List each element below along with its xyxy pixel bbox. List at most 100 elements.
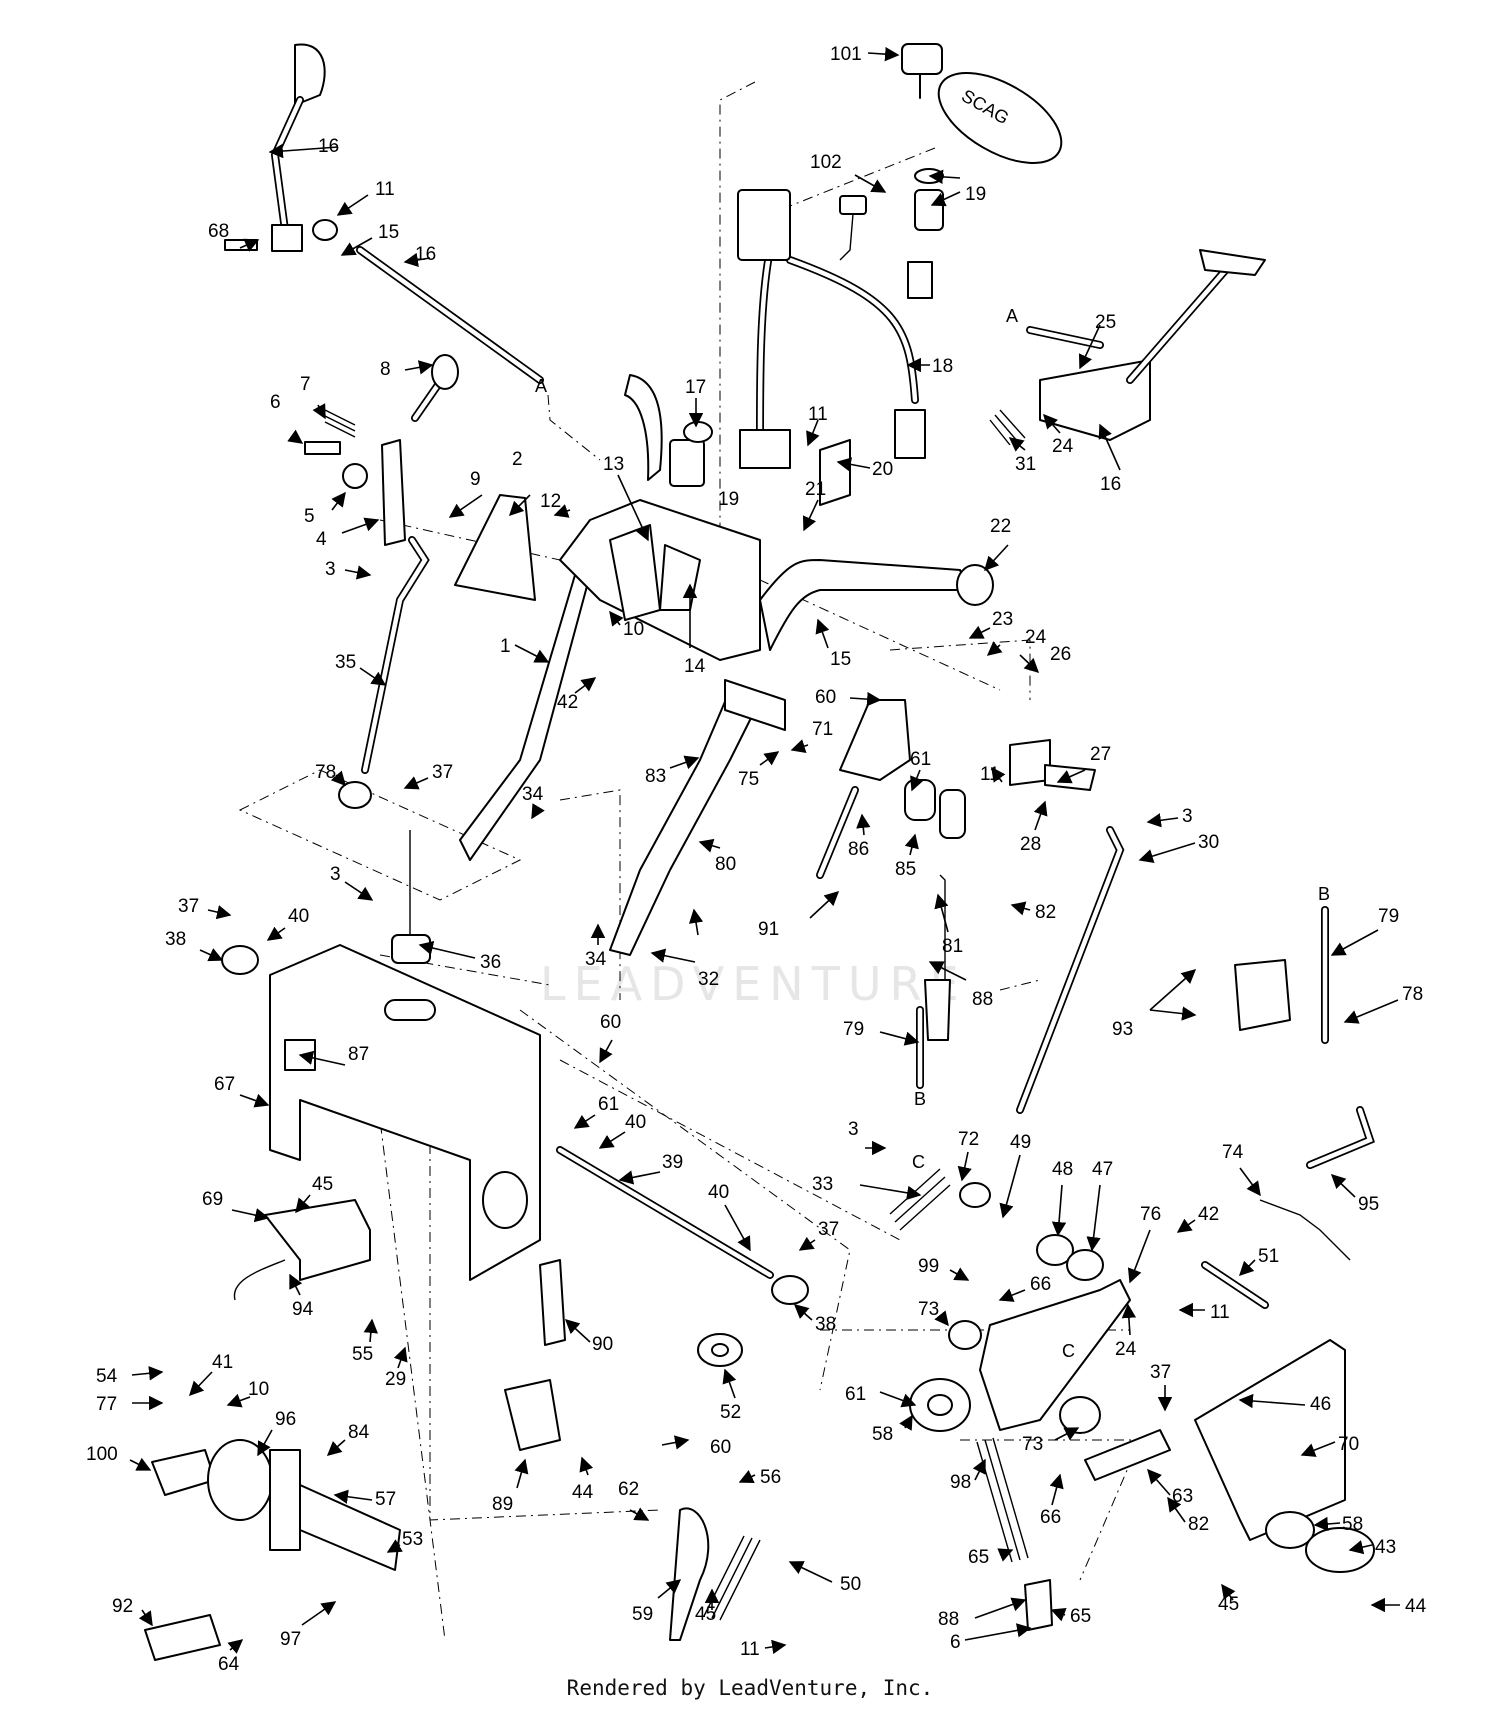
callout-87: 87 [348,1044,369,1065]
callout-81: 81 [942,936,963,957]
callout-28: 28 [1020,834,1041,855]
callout-11-b: 11 [375,179,395,200]
callout-3-c: 3 [1182,806,1193,827]
callout-29: 29 [385,1369,406,1390]
callout-67: 67 [214,1074,235,1095]
callout-labels: 101 102 19 18 20 21 11 17 13 12 19 14 10… [86,44,1427,1675]
callout-45-c: 45 [1218,1594,1239,1615]
callout-20: 20 [872,459,893,480]
illustration: SCAG [144,43,1375,1661]
callout-4: 4 [316,529,327,550]
callout-89: 89 [492,1494,513,1515]
callout-30: 30 [1198,832,1219,853]
callout-37-d: 37 [1150,1362,1171,1383]
callout-24-b: 24 [1052,436,1074,457]
callout-79-a: 79 [843,1019,864,1040]
callout-18: 18 [932,356,953,377]
callout-93: 93 [1112,1019,1133,1040]
callout-42-b: 42 [1198,1204,1219,1225]
callout-72: 72 [958,1129,979,1150]
callout-78-a: 78 [315,762,336,783]
callout-45-a: 45 [312,1174,333,1195]
callout-91: 91 [758,919,779,940]
callout-32: 32 [698,969,719,990]
callout-68: 68 [208,221,229,242]
callout-44-b: 44 [1405,1596,1427,1617]
callout-22: 22 [990,516,1011,537]
callout-88-b: 88 [938,1609,959,1630]
ref-letter-b-top: B [1318,884,1330,904]
callout-50: 50 [840,1574,861,1595]
callout-3-b: 3 [330,864,341,885]
callout-16-b: 16 [415,244,436,265]
callout-40-c: 40 [708,1182,729,1203]
callout-49: 49 [1010,1132,1031,1153]
callout-17: 17 [685,377,706,398]
callout-13: 13 [603,454,624,475]
ref-letter-b-bottom: B [914,1089,926,1109]
callout-14: 14 [684,656,706,677]
watermark-text: LEADVENTURE [540,957,967,1011]
callout-85: 85 [895,859,916,880]
callout-11-a: 11 [808,404,828,425]
callout-92: 92 [112,1596,133,1617]
ref-letter-a-right: A [1006,306,1018,326]
callout-57: 57 [375,1489,396,1510]
callout-73-a: 73 [918,1299,939,1320]
callout-31: 31 [1015,454,1036,475]
callout-96: 96 [275,1409,296,1430]
callout-35: 35 [335,652,356,673]
callout-101: 101 [830,44,862,65]
callout-84: 84 [348,1422,370,1443]
callout-34-a: 34 [522,784,544,805]
leader-lines [129,46,1400,1655]
callout-63: 63 [1172,1486,1193,1507]
callout-54: 54 [96,1366,118,1387]
callout-65-b: 65 [1070,1606,1091,1627]
ref-letter-c-lower: C [1062,1341,1075,1361]
callout-88-a: 88 [972,989,993,1010]
callout-99: 99 [918,1256,939,1277]
callout-12: 12 [540,491,561,512]
callout-58-a: 58 [872,1424,893,1445]
callout-37-c: 37 [818,1219,839,1240]
callout-82-a: 82 [1035,902,1056,923]
callout-5: 5 [304,506,315,527]
callout-9: 9 [470,469,481,490]
callout-25: 25 [1095,312,1116,333]
callout-98: 98 [950,1472,971,1493]
callout-19-b: 19 [718,489,739,510]
callout-38-a: 38 [165,929,186,950]
callout-11-e: 11 [1210,1302,1230,1323]
callout-76: 76 [1140,1204,1161,1225]
callout-74: 74 [1222,1142,1244,1163]
callout-11-d: 11 [980,764,1000,785]
callout-61-c: 61 [845,1384,866,1405]
callout-36: 36 [480,952,501,973]
callout-41: 41 [212,1352,233,1373]
callout-33: 33 [812,1174,833,1195]
footer-credit: Rendered by LeadVenture, Inc. [566,1676,934,1700]
callout-48: 48 [1052,1159,1073,1180]
ref-letter-c-upper: C [912,1152,925,1172]
callout-42-a: 42 [557,692,578,713]
callout-44-a: 44 [572,1482,594,1503]
callout-23: 23 [992,609,1013,630]
callout-51: 51 [1258,1246,1279,1267]
reference-letters: A A B B C C [535,306,1330,1361]
callout-69: 69 [202,1189,223,1210]
callout-15-a: 15 [830,649,851,670]
callout-80: 80 [715,854,736,875]
callout-16-c: 16 [1100,474,1121,495]
callout-34-b: 34 [585,949,607,970]
callout-86: 86 [848,839,869,860]
callout-64: 64 [218,1654,240,1675]
callout-66-a: 66 [1030,1274,1051,1295]
callout-40-a: 40 [288,906,309,927]
callout-102: 102 [810,152,842,173]
callout-60-a: 60 [600,1012,621,1033]
callout-38-b: 38 [815,1314,836,1335]
callout-75: 75 [738,769,759,790]
callout-55: 55 [352,1344,373,1365]
